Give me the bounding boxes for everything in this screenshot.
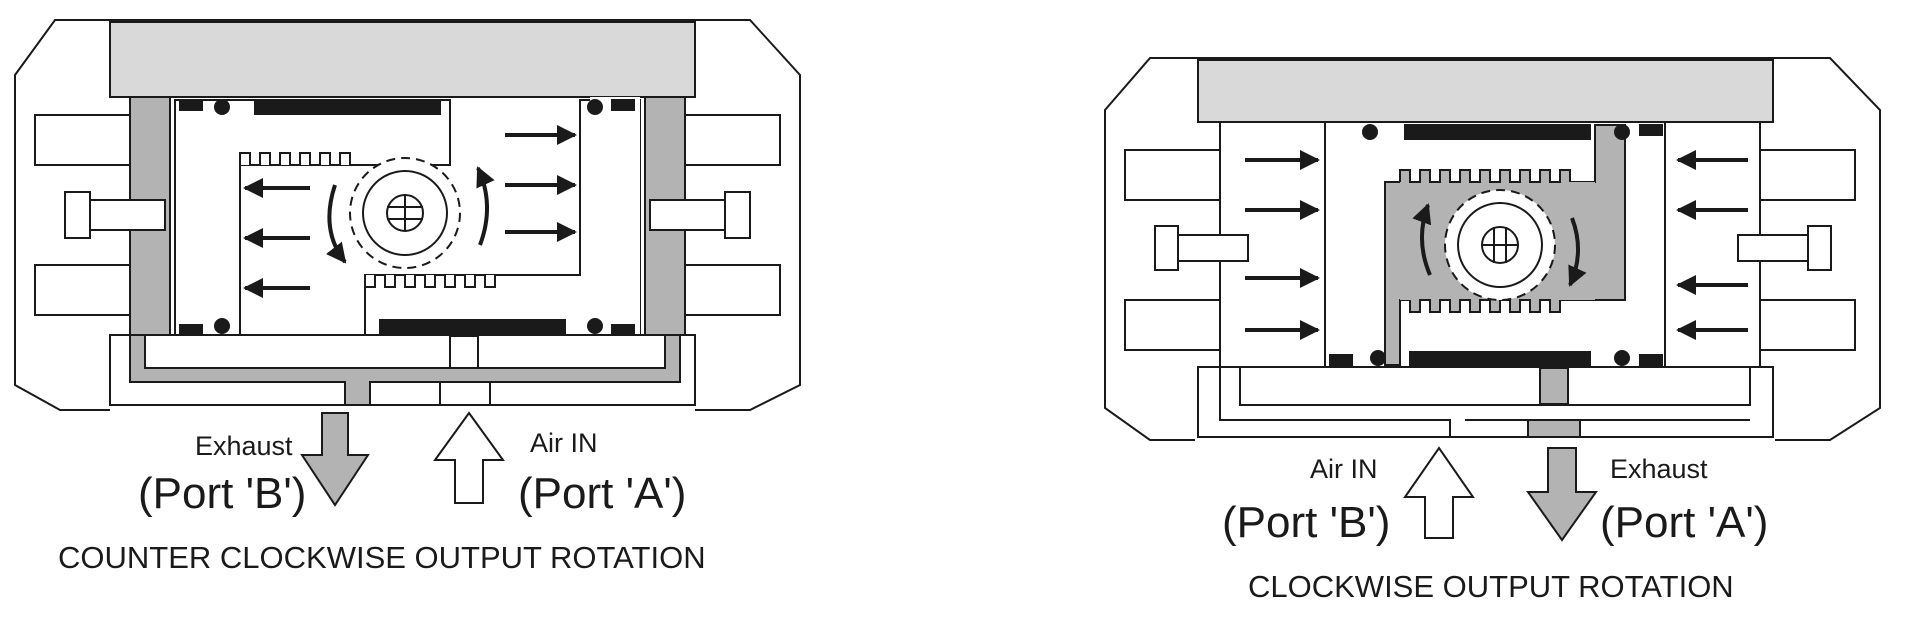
right-actuator-panel: Air IN (Port 'B') Exhaust (Port 'A') CLO…: [1104, 57, 1881, 604]
left-side-slots: [34, 114, 781, 316]
right-housing: [1104, 57, 1881, 441]
right-exhaust-port-label: (Port 'A'): [1600, 498, 1768, 547]
rotation-arrow-icon: [1412, 203, 1587, 287]
pinion-gear-icon: [349, 157, 461, 269]
left-top-cap: [109, 21, 696, 98]
left-actuator-panel: Exhaust (Port 'B') Air IN (Port 'A') COU…: [14, 19, 801, 575]
air-in-arrow-icon: [433, 411, 505, 504]
right-airin-label: Air IN: [1310, 454, 1378, 484]
air-in-arrow-icon: [1403, 446, 1475, 539]
left-airin-label: Air IN: [530, 428, 598, 458]
right-base: [1197, 366, 1774, 438]
exhaust-arrow-icon: [300, 412, 370, 507]
pinion-gear-icon: [1444, 189, 1556, 301]
right-top-cap: [1197, 59, 1774, 123]
rotation-arrow-icon: [326, 166, 495, 264]
left-piston-b: [364, 97, 641, 336]
exhaust-arrow-icon: [1526, 447, 1598, 542]
bolt-icon: [64, 191, 751, 239]
right-side-slots: [1124, 149, 1856, 351]
left-airin-port-label: (Port 'A'): [518, 469, 686, 518]
left-exhaust-port-label: (Port 'B'): [138, 469, 306, 518]
left-exhaust-label: Exhaust: [195, 431, 293, 461]
left-rotation-title: COUNTER CLOCKWISE OUTPUT ROTATION: [58, 540, 706, 575]
left-base: [109, 334, 696, 406]
flow-arrow-icon: [243, 125, 577, 298]
right-airin-port-label: (Port 'B'): [1222, 498, 1390, 547]
flow-arrow-icon: [1245, 150, 1748, 340]
right-exhaust-label: Exhaust: [1610, 454, 1708, 484]
right-rotation-title: CLOCKWISE OUTPUT ROTATION: [1248, 569, 1734, 604]
bolt-icon: [1154, 225, 1832, 271]
